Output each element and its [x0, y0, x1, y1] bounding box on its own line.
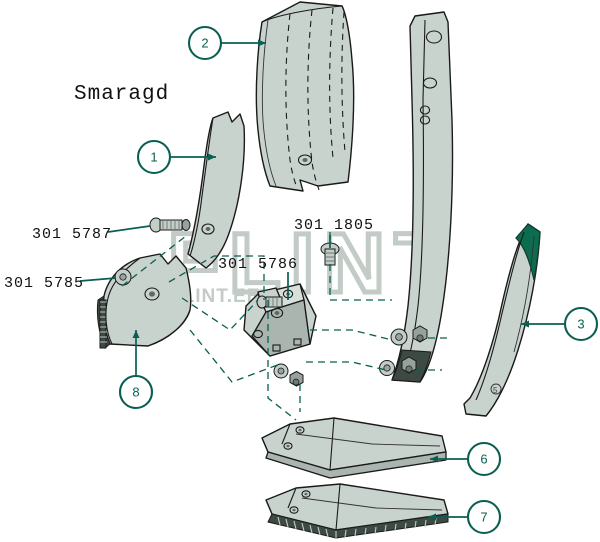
- part-number-301-5785: 301 5785: [4, 275, 84, 292]
- hardware-nuts-washers-right: [379, 325, 428, 376]
- part-1-bolt-hole: [201, 223, 215, 235]
- assembly-lines: [121, 232, 448, 421]
- callout-1-label: 1: [150, 150, 157, 165]
- leader-301-5787: [107, 225, 151, 233]
- callout-7[interactable]: 7: [466, 499, 502, 535]
- part-8-serrations: [99, 299, 107, 349]
- callout-3[interactable]: 3: [563, 306, 599, 342]
- part-number-301-5786: 301 5786: [218, 256, 298, 273]
- callout-6[interactable]: 6: [466, 441, 502, 477]
- shank-hole-mid: [422, 77, 438, 89]
- hardware-bolt-301-5786: [256, 295, 283, 309]
- callout-3-label: 3: [577, 317, 584, 332]
- leader-301-5785: [79, 277, 117, 282]
- part-number-301-1805: 301 1805: [294, 217, 374, 234]
- svg-text:5: 5: [493, 386, 498, 395]
- hardware-nuts-washers-centre: [273, 363, 304, 387]
- watermark-sub-text: FLINT.EE: [170, 286, 260, 307]
- hardware-bolt-301-5787: [149, 217, 191, 233]
- hardware-washer-301-5785: [114, 268, 132, 286]
- callout-8[interactable]: 8: [118, 374, 154, 410]
- leader-lines: [79, 39, 565, 521]
- part-6-wing-share: [261, 417, 447, 479]
- shank-hole-top: [425, 30, 443, 44]
- callout-2[interactable]: 2: [187, 25, 223, 61]
- callout-7-label: 7: [480, 510, 487, 525]
- part-3-point: 5: [463, 223, 541, 417]
- diagram-title: Smaragd: [74, 83, 169, 106]
- part-1-share-body: [187, 111, 246, 269]
- callout-2-label: 2: [201, 36, 208, 51]
- part-8-bolt-hole: [144, 287, 160, 301]
- callout-6-label: 6: [480, 452, 487, 467]
- part-number-301-5787: 301 5787: [32, 226, 112, 243]
- part-7-hardfaced-share: [265, 483, 449, 539]
- callout-1[interactable]: 1: [136, 139, 172, 175]
- callout-8-label: 8: [132, 385, 139, 400]
- part-2-mouldboard: [255, 1, 355, 192]
- part-5-shank-leg: [391, 11, 454, 383]
